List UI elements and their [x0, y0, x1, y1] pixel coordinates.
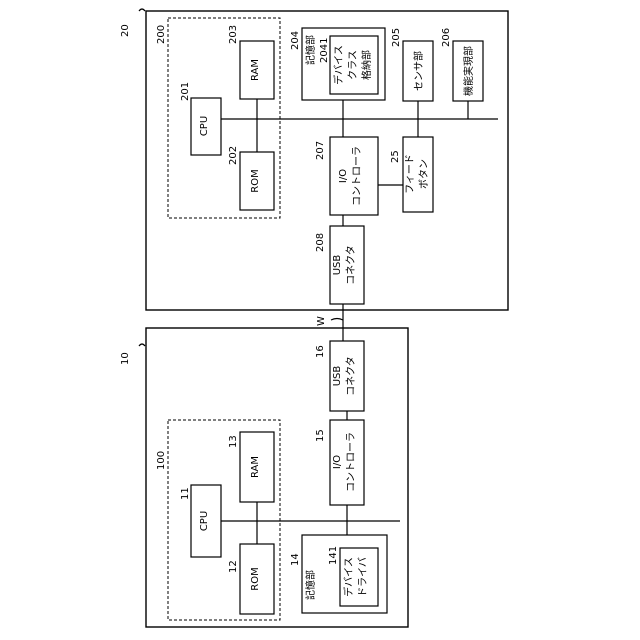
cpu-11-ref: 11 — [180, 487, 191, 500]
function-206-ref: 206 — [441, 28, 452, 47]
usb-connector-208-line-1: USB — [332, 255, 343, 276]
device-driver-141-ref: 141 — [328, 546, 339, 565]
io-controller-15-line-1: I/O — [332, 455, 343, 469]
usb-connector-16-line-1: USB — [332, 366, 343, 387]
cpu-201-label: CPU — [199, 116, 210, 136]
device-driver-141-line-2: ドライバ — [357, 557, 369, 597]
usb-connector-208-line-2: コネクタ — [345, 245, 357, 285]
io-controller-15-ref: 15 — [315, 429, 326, 442]
rom-12-ref: 12 — [228, 560, 239, 573]
control-unit-200-ref: 200 — [156, 25, 167, 44]
device-20: 20 200 CPU 201 RAM 203 ROM 202 記憶部 204 デ… — [120, 9, 508, 310]
ram-13-ref: 13 — [228, 435, 239, 448]
feed-button-25-line-2: ボタン — [418, 159, 430, 189]
device-10: 10 100 CPU 11 RAM 13 ROM 12 I/O コントローラ 1… — [120, 328, 408, 627]
cpu-11-label: CPU — [199, 511, 210, 531]
storage-14-ref: 14 — [290, 553, 301, 566]
function-206-label: 機能実現部 — [462, 46, 475, 96]
device-class-storage-2041-line-3: 格納部 — [360, 50, 373, 80]
rom-202-label: ROM — [250, 169, 261, 192]
device-10-leader — [139, 344, 145, 346]
cable-w-leader — [331, 319, 343, 321]
usb-connector-208-ref: 208 — [315, 233, 326, 252]
storage-204-label: 記憶部 — [304, 35, 317, 65]
control-unit-100-ref: 100 — [156, 451, 167, 470]
ram-203-ref: 203 — [228, 25, 239, 44]
device-20-leader — [139, 9, 145, 11]
io-controller-15-line-2: コントローラ — [345, 432, 357, 492]
ram-13-label: RAM — [250, 456, 261, 478]
device-class-storage-2041-ref: 2041 — [319, 38, 330, 63]
device-20-ref: 20 — [120, 24, 131, 37]
cpu-201-ref: 201 — [180, 82, 191, 101]
device-10-ref: 10 — [120, 352, 131, 365]
sensor-205-label: センサ部 — [412, 51, 425, 91]
ram-203-label: RAM — [250, 59, 261, 81]
io-controller-207-line-1: I/O — [338, 169, 349, 183]
usb-connector-16-ref: 16 — [315, 345, 326, 358]
device-driver-141-line-1: デバイス — [342, 557, 355, 597]
io-controller-207-line-2: コントローラ — [351, 146, 363, 206]
rom-12-label: ROM — [250, 567, 261, 590]
cable-w-ref: W — [316, 316, 327, 326]
feed-button-25-line-1: フィード — [405, 154, 416, 194]
storage-204-ref: 204 — [290, 31, 301, 50]
sensor-205-ref: 205 — [391, 28, 402, 47]
rom-202-ref: 202 — [228, 146, 239, 165]
device-class-storage-2041-line-2: クラス — [347, 50, 359, 80]
usb-connector-16-line-2: コネクタ — [345, 356, 357, 396]
storage-14-label: 記憶部 — [304, 570, 317, 600]
device-class-storage-2041-line-1: デバイス — [332, 45, 345, 85]
feed-button-25-ref: 25 — [390, 150, 401, 163]
io-controller-207-ref: 207 — [315, 141, 326, 160]
